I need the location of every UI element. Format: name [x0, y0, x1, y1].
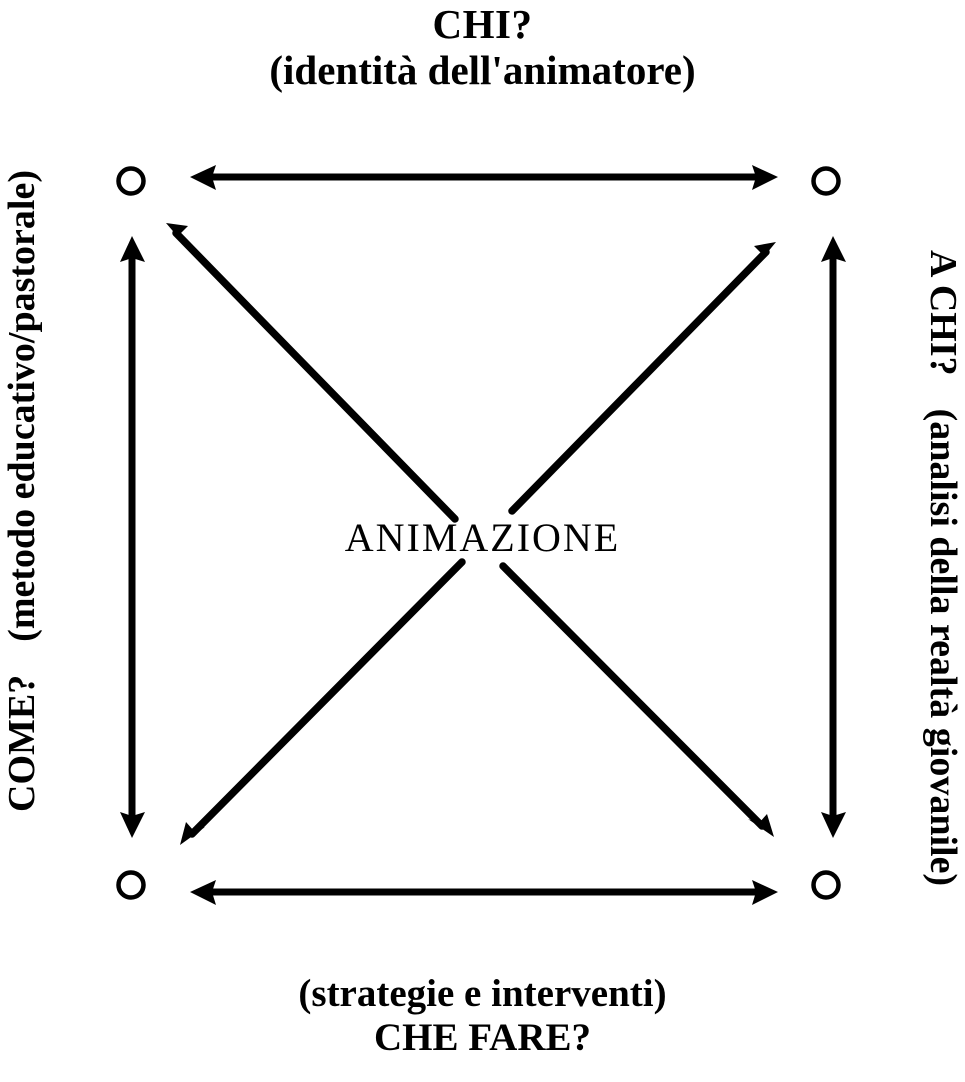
top-question-label: CHI? (identità dell'animatore)	[0, 1, 965, 94]
right-question-line1: A CHI?	[921, 250, 964, 376]
edge-center-to-top-left-arrow	[166, 223, 459, 523]
corner-marker-top-left-icon	[116, 166, 146, 196]
corner-marker-top-right-icon	[811, 166, 841, 196]
bottom-question-label: (strategie e interventi) CHE FARE?	[0, 972, 965, 1059]
corner-marker-bottom-right-icon	[811, 870, 841, 900]
edge-center-to-bottom-left-arrow	[180, 558, 466, 845]
top-question-line1: CHI?	[432, 1, 533, 47]
bottom-question-line1: (strategie e interventi)	[298, 972, 667, 1015]
corner-marker-bottom-left-icon	[116, 870, 146, 900]
top-question-line2: (identità dell'animatore)	[269, 46, 696, 93]
edge-bottom-double-arrow	[190, 880, 778, 905]
edge-center-to-top-right-arrow	[508, 242, 776, 515]
left-question-label: COME? (metodo educativo/pastorale)	[0, 170, 96, 812]
left-question-line2: (metodo educativo/pastorale)	[1, 170, 44, 642]
bottom-question-line2: CHE FARE?	[373, 1015, 592, 1059]
right-question-line2: (analisi della realtà giovanile)	[921, 408, 964, 887]
edge-center-to-bottom-right-arrow	[499, 562, 774, 837]
left-question-line1: COME?	[1, 674, 44, 812]
center-label: ANIMAZIONE	[344, 515, 621, 560]
edge-top-double-arrow	[190, 165, 778, 190]
